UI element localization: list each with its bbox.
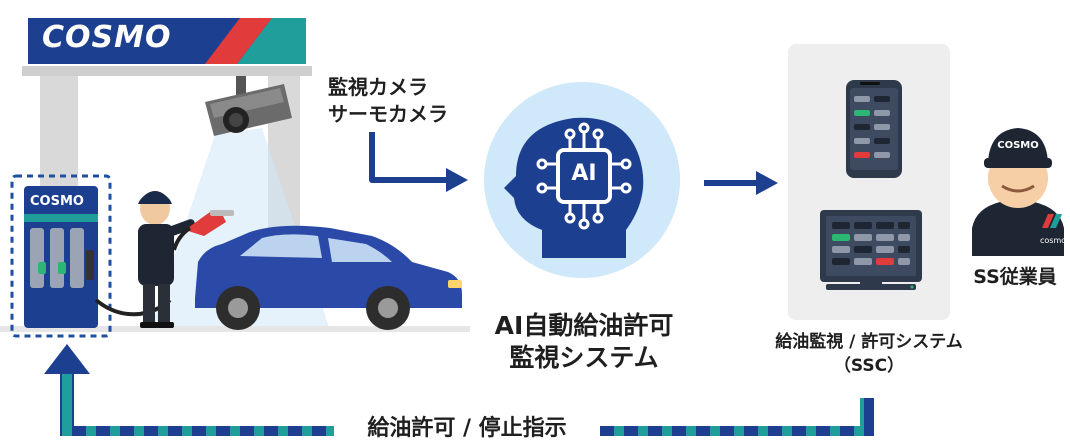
cosmo-pump-logo: COSMO <box>30 194 84 209</box>
ai-caption: AI自動給油許可 監視システム <box>470 310 698 374</box>
ss-staff: COSMO cosmo <box>964 116 1070 256</box>
ssc-panel <box>788 44 950 320</box>
fuel-nozzle-icon <box>172 210 234 251</box>
arrow-to-ssc <box>704 171 778 195</box>
ai-head-icon <box>484 82 680 278</box>
feedback-arrow <box>44 344 874 436</box>
arrow-to-ai <box>369 132 468 192</box>
ai-caption-line1: AI自動給油許可 <box>494 311 674 340</box>
ai-system: AI <box>482 80 682 280</box>
smartphone-icon <box>846 80 902 178</box>
ssc-devices <box>820 80 922 290</box>
ai-chip-label: AI <box>571 161 597 186</box>
staff-label: SS従業員 <box>973 266 1057 288</box>
ssc-caption-line2: （SSC） <box>833 356 905 376</box>
staff-shirt-logo: cosmo <box>1040 236 1067 245</box>
staff-icon <box>972 128 1064 256</box>
feedback-label: 給油許可 / 停止指示 <box>367 416 567 441</box>
ssc-caption: 給油監視 / 許可システム （SSC） <box>746 330 992 378</box>
gas-station-illustration <box>0 14 470 338</box>
gas-station: COSMO COSMO <box>0 0 470 340</box>
camera-label: 監視カメラ サーモカメラ <box>328 74 448 128</box>
camera-label-line1: 監視カメラ <box>328 75 428 99</box>
monitor-icon <box>820 210 922 290</box>
ai-caption-line2: 監視システム <box>509 343 659 372</box>
attendant-icon <box>138 191 196 328</box>
cosmo-canopy-logo: COSMO <box>42 20 172 55</box>
camera-label-line2: サーモカメラ <box>328 102 448 126</box>
ssc-caption-line1: 給油監視 / 許可システム <box>775 332 963 352</box>
camera-icon <box>205 84 292 136</box>
staff-cap-logo: COSMO <box>997 140 1039 151</box>
fuel-pump-icon <box>24 186 172 328</box>
car-icon <box>195 225 462 330</box>
